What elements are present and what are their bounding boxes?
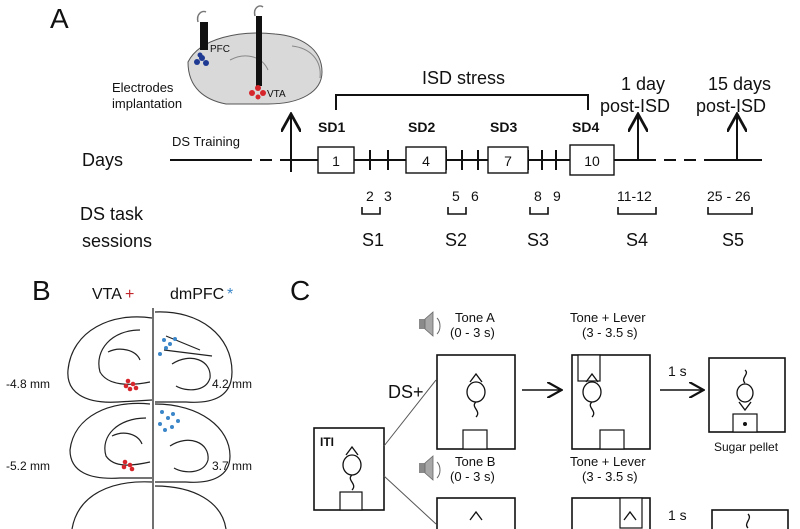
tone-lever-2-time: (3 - 3.5 s) <box>582 469 638 484</box>
svg-text:1: 1 <box>332 153 340 169</box>
electrodes-label: Electrodes <box>112 80 174 95</box>
vta-marker-symbol: + <box>125 286 134 303</box>
dmpfc-electrode-marks <box>158 337 180 432</box>
tone-lever-1-label: Tone + Lever <box>570 310 646 325</box>
reward-chamber <box>708 357 786 433</box>
ds-plus-chamber-tone <box>436 354 516 450</box>
speaker-icon <box>419 311 441 337</box>
implantation-label: implantation <box>112 96 182 111</box>
session-day: 3 <box>384 188 392 204</box>
coord-left-1: -4.8 mm <box>6 377 50 391</box>
ds-plus-label: DS+ <box>388 382 424 402</box>
rat-icon <box>623 510 637 521</box>
coord-left-2: -5.2 mm <box>6 459 50 473</box>
iti-branches <box>383 379 437 525</box>
sd4-label: SD4 <box>572 119 599 135</box>
timeline-arrows <box>291 116 737 172</box>
pfc-electrode: PFC <box>194 10 230 66</box>
session-day: 25 - 26 <box>707 188 751 204</box>
session-day: 2 <box>366 188 374 204</box>
session-s2: S2 <box>445 230 467 250</box>
day-box-4: 4 <box>405 146 447 174</box>
delay-1-label: 1 s <box>668 363 687 379</box>
tone-b-label: Tone B <box>455 454 495 469</box>
ds-plus-chamber-lever <box>571 354 651 450</box>
tone-b-time: (0 - 3 s) <box>450 469 495 484</box>
post1-line2: post-ISD <box>600 96 670 116</box>
food-cup <box>339 491 363 511</box>
dmpfc-marker-symbol: * <box>227 286 233 303</box>
day-box-1: 1 <box>317 146 355 174</box>
isd-stress-label: ISD stress <box>422 68 505 88</box>
panel-b: B VTA + dmPFC * <box>6 275 252 529</box>
post15-line2: post-ISD <box>696 96 766 116</box>
rat-icon <box>469 510 483 521</box>
panel-a-letter: A <box>50 3 69 34</box>
sd3-label: SD3 <box>490 119 517 135</box>
session-day: 9 <box>553 188 561 204</box>
rat-icon <box>342 445 362 491</box>
svg-text:7: 7 <box>504 153 512 169</box>
day-box-10: 10 <box>569 144 615 176</box>
sessions-label: sessions <box>82 231 152 251</box>
post15-line1: 15 days <box>708 74 771 94</box>
brain-illustration: PFC VTA <box>187 5 323 105</box>
svg-text:10: 10 <box>584 153 600 169</box>
panel-c: C ITI DS+ Tone A (0 - 3 s) <box>290 275 789 529</box>
sugar-pellet-icon <box>743 422 747 426</box>
vta-electrode-label: VTA <box>267 89 286 100</box>
iti-chamber: ITI <box>313 427 385 511</box>
ds-minus-chamber-tone <box>436 497 516 529</box>
session-s5: S5 <box>722 230 744 250</box>
sd1-label: SD1 <box>318 119 345 135</box>
days-label: Days <box>82 150 123 170</box>
tone-a-label: Tone A <box>455 310 495 325</box>
tone-a-time: (0 - 3 s) <box>450 325 495 340</box>
sd2-label: SD2 <box>408 119 435 135</box>
panel-a: A PFC VTA <box>50 3 771 251</box>
iti-label: ITI <box>320 435 334 449</box>
timeline <box>170 150 762 170</box>
panel-b-letter: B <box>32 275 51 306</box>
session-day: 11-12 <box>617 188 652 204</box>
post1-line1: 1 day <box>621 74 665 94</box>
session-labels: S1 S2 S3 S4 S5 <box>362 230 744 250</box>
session-s3: S3 <box>527 230 549 250</box>
session-s4: S4 <box>626 230 648 250</box>
rat-icon <box>466 372 486 418</box>
rat-icon <box>745 513 751 529</box>
ds-task-label: DS task <box>80 204 144 224</box>
rat-icon <box>582 372 602 418</box>
session-s1: S1 <box>362 230 384 250</box>
ds-training-label: DS Training <box>172 134 240 149</box>
rat-icon <box>736 369 754 412</box>
speaker-icon <box>419 455 441 481</box>
tone-lever-1-time: (3 - 3.5 s) <box>582 325 638 340</box>
dmpfc-sections <box>154 311 233 529</box>
session-brackets <box>361 207 753 215</box>
vta-electrode-marks <box>121 378 139 472</box>
session-day: 6 <box>471 188 479 204</box>
coord-right-1: 4.2 mm <box>212 377 252 391</box>
ds-minus-chamber-end <box>711 509 789 529</box>
session-day-labels: 2 3 5 6 8 9 11-12 25 - 26 <box>366 188 751 204</box>
dmpfc-column-label: dmPFC <box>170 286 224 303</box>
pfc-label: PFC <box>210 44 230 55</box>
ds-minus-chamber-lever <box>571 497 651 529</box>
svg-text:4: 4 <box>422 153 430 169</box>
tone-lever-2-label: Tone + Lever <box>570 454 646 469</box>
lever <box>577 354 601 382</box>
session-day: 8 <box>534 188 542 204</box>
vta-electrode: VTA <box>249 5 286 100</box>
sugar-pellet-label: Sugar pellet <box>714 440 779 454</box>
session-day: 5 <box>452 188 460 204</box>
panel-c-letter: C <box>290 275 310 306</box>
vta-sections <box>67 316 153 529</box>
delay-2-label: 1 s <box>668 507 687 523</box>
vta-column-label: VTA <box>92 286 122 303</box>
isd-stress-bracket <box>335 94 589 110</box>
day-box-7: 7 <box>487 146 529 174</box>
coord-right-2: 3.7 mm <box>212 459 252 473</box>
